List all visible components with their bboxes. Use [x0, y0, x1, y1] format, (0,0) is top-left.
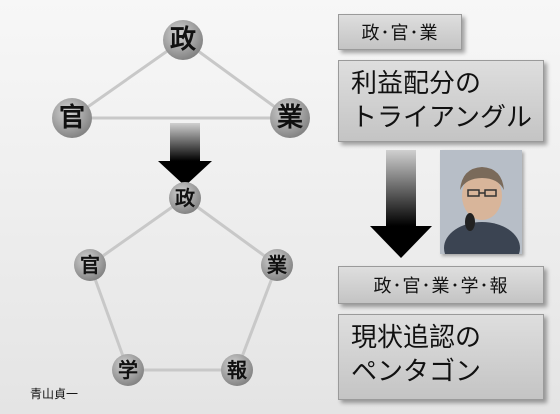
box-triangle-line1: 利益配分の	[351, 69, 482, 99]
pentagon-node-bottom-left: 学	[112, 354, 144, 386]
triangle-node-left-label: 官	[59, 102, 85, 133]
triangle-node-top: 政	[163, 20, 203, 60]
box-pentagon-line1: 現状追認の	[351, 323, 482, 353]
pentagon-node-left: 官	[74, 249, 106, 281]
pentagon-node-top: 政	[169, 182, 201, 214]
box-triangle-line2: トライアングル	[351, 103, 532, 133]
pentagon-edges	[88, 196, 279, 372]
triangle-node-right: 業	[270, 98, 310, 138]
pentagon-edge-1	[89, 196, 186, 267]
pentagon-node-bottom-left-label: 学	[118, 358, 138, 382]
box-pentagon-line2: ペンタゴン	[351, 357, 482, 387]
pentagon-edge-3	[88, 264, 130, 371]
person-photo-icon	[440, 150, 522, 254]
pentagon-node-left-label: 官	[80, 253, 100, 277]
pentagon-node-bottom-right-label: 報	[227, 358, 248, 382]
triangle-edge-top-left	[71, 38, 184, 120]
tag-pentagon: 政･官･業･学･報	[338, 266, 544, 304]
person-photo-graphic	[440, 150, 522, 254]
tag-triangle: 政･官･業	[338, 14, 462, 50]
author-credit: 青山貞一	[30, 387, 79, 401]
tag-pentagon-label: 政･官･業･学･報	[373, 276, 509, 297]
triangle-node-left: 官	[52, 98, 92, 138]
box-pentagon: 現状追認の ペンタゴン	[338, 314, 544, 400]
pentagon-node-right: 業	[261, 249, 293, 281]
triangle-node-right-label: 業	[277, 103, 303, 133]
triangle-edge-top-right	[182, 38, 291, 120]
triangle-edges	[71, 38, 291, 120]
pentagon-node-bottom-right: 報	[221, 354, 253, 386]
pentagon-node-right-label: 業	[267, 253, 288, 277]
tag-triangle-label: 政･官･業	[361, 23, 439, 44]
down-arrow-left	[158, 123, 212, 186]
pentagon-node-top-label: 政	[175, 186, 196, 210]
pentagon-edge-2	[184, 196, 278, 267]
box-triangle: 利益配分の トライアングル	[338, 60, 544, 142]
pentagon-edge-4	[235, 264, 279, 371]
down-arrow-right	[370, 150, 432, 258]
triangle-node-top-label: 政	[170, 24, 196, 55]
